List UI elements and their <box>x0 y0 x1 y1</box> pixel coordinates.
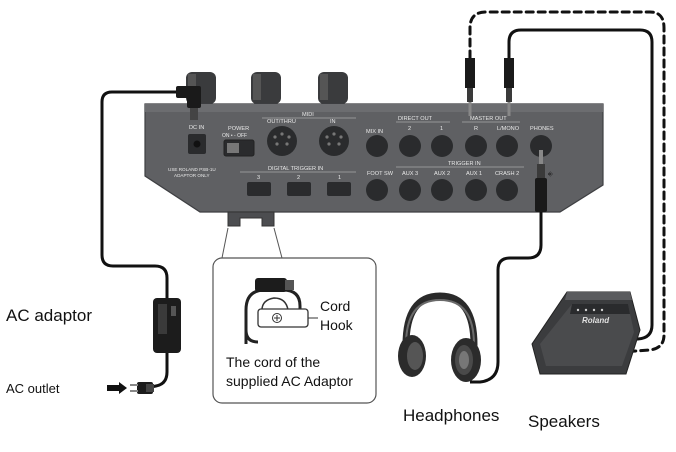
master-out-r-jack <box>465 135 487 157</box>
trigger-in-label: TRIGGER IN <box>448 161 481 167</box>
digital-trigger-in-label: DIGITAL TRIGGER IN <box>268 166 323 172</box>
ac-plug <box>130 382 154 394</box>
crash2-jack <box>496 179 518 201</box>
ac-outlet-arrow <box>107 382 127 394</box>
ac-outlet-label: AC outlet <box>6 381 60 396</box>
cord-hook-label-line2: Hook <box>320 317 353 333</box>
adaptor-note-1: USE ROLAND PSB-1U <box>168 167 216 172</box>
svg-text:AUX 3: AUX 3 <box>402 171 418 177</box>
svg-text:⎆: ⎆ <box>548 171 553 178</box>
speaker-brand-label: Roland <box>582 316 610 325</box>
drum-module-rear-panel: DC IN USE ROLAND PSB-1U ADAPTOR ONLY POW… <box>144 103 604 227</box>
midi-label: MIDI <box>302 112 314 118</box>
cord-note-line2: supplied AC Adaptor <box>226 373 353 389</box>
power-on-off-label: ON • - OFF <box>222 133 247 139</box>
svg-text:L/MONO: L/MONO <box>497 126 520 132</box>
midi-out-thru-label: OUT/THRU <box>267 119 296 125</box>
svg-text:R: R <box>474 126 478 132</box>
master-out-l-jack <box>496 135 518 157</box>
speaker-cable-solid <box>507 28 654 342</box>
svg-text:2: 2 <box>408 126 411 132</box>
direct-out-1-jack <box>431 135 453 157</box>
phones-label: PHONES <box>530 126 554 132</box>
ac-adaptor-cable <box>100 90 178 390</box>
mix-in-jack <box>366 135 388 157</box>
headphones-label: Headphones <box>403 406 500 425</box>
aux3-jack <box>399 179 421 201</box>
aux1-jack <box>465 179 487 201</box>
speaker-grille <box>540 304 634 366</box>
mix-in-label: MIX IN <box>366 129 383 135</box>
master-out-plugs <box>465 58 514 116</box>
svg-text:3: 3 <box>257 175 260 181</box>
midi-in-label: IN <box>330 119 336 125</box>
svg-text:2: 2 <box>297 175 300 181</box>
headphone-cable <box>470 212 543 384</box>
foot-sw-jack <box>366 179 388 201</box>
phones-jack <box>530 135 552 157</box>
svg-text:1: 1 <box>440 126 443 132</box>
svg-text:CRASH 2: CRASH 2 <box>495 171 519 177</box>
headphones-illustration <box>398 292 481 382</box>
midi-out-port <box>267 126 297 156</box>
cord-hook-on-module <box>227 211 275 227</box>
power-label: POWER <box>228 126 249 132</box>
digital-trigger-3-port <box>247 182 271 196</box>
speaker-cables <box>468 10 666 354</box>
top-knobs <box>186 72 348 104</box>
cord-note-line1: The cord of the <box>226 354 321 370</box>
direct-out-2-jack <box>399 135 421 157</box>
aux2-jack <box>431 179 453 201</box>
foot-sw-label: FOOT SW <box>367 171 394 177</box>
ac-adaptor-brick <box>153 298 181 353</box>
phones-plug: ⎆ <box>535 150 553 212</box>
speakers-label: Speakers <box>528 412 600 431</box>
digital-trigger-1-port <box>327 182 351 196</box>
digital-trigger-2-port <box>287 182 311 196</box>
svg-text:AUX 1: AUX 1 <box>466 171 482 177</box>
cord-hook-callout <box>212 227 377 404</box>
ac-adaptor-label: AC adaptor <box>6 306 92 325</box>
svg-text:AUX 2: AUX 2 <box>434 171 450 177</box>
dc-plug <box>176 86 201 120</box>
dc-in-label: DC IN <box>189 125 204 131</box>
speaker-illustration: Roland <box>531 291 641 375</box>
midi-in-port <box>319 126 349 156</box>
speaker-cable-dashed <box>468 10 666 354</box>
adaptor-note-2: ADAPTOR ONLY <box>174 173 210 178</box>
hook-body <box>257 308 309 328</box>
master-out-label: MASTER OUT <box>470 116 507 122</box>
direct-out-label: DIRECT OUT <box>398 116 433 122</box>
svg-text:1: 1 <box>338 175 341 181</box>
cord-hook-label-line1: Cord <box>320 298 351 314</box>
